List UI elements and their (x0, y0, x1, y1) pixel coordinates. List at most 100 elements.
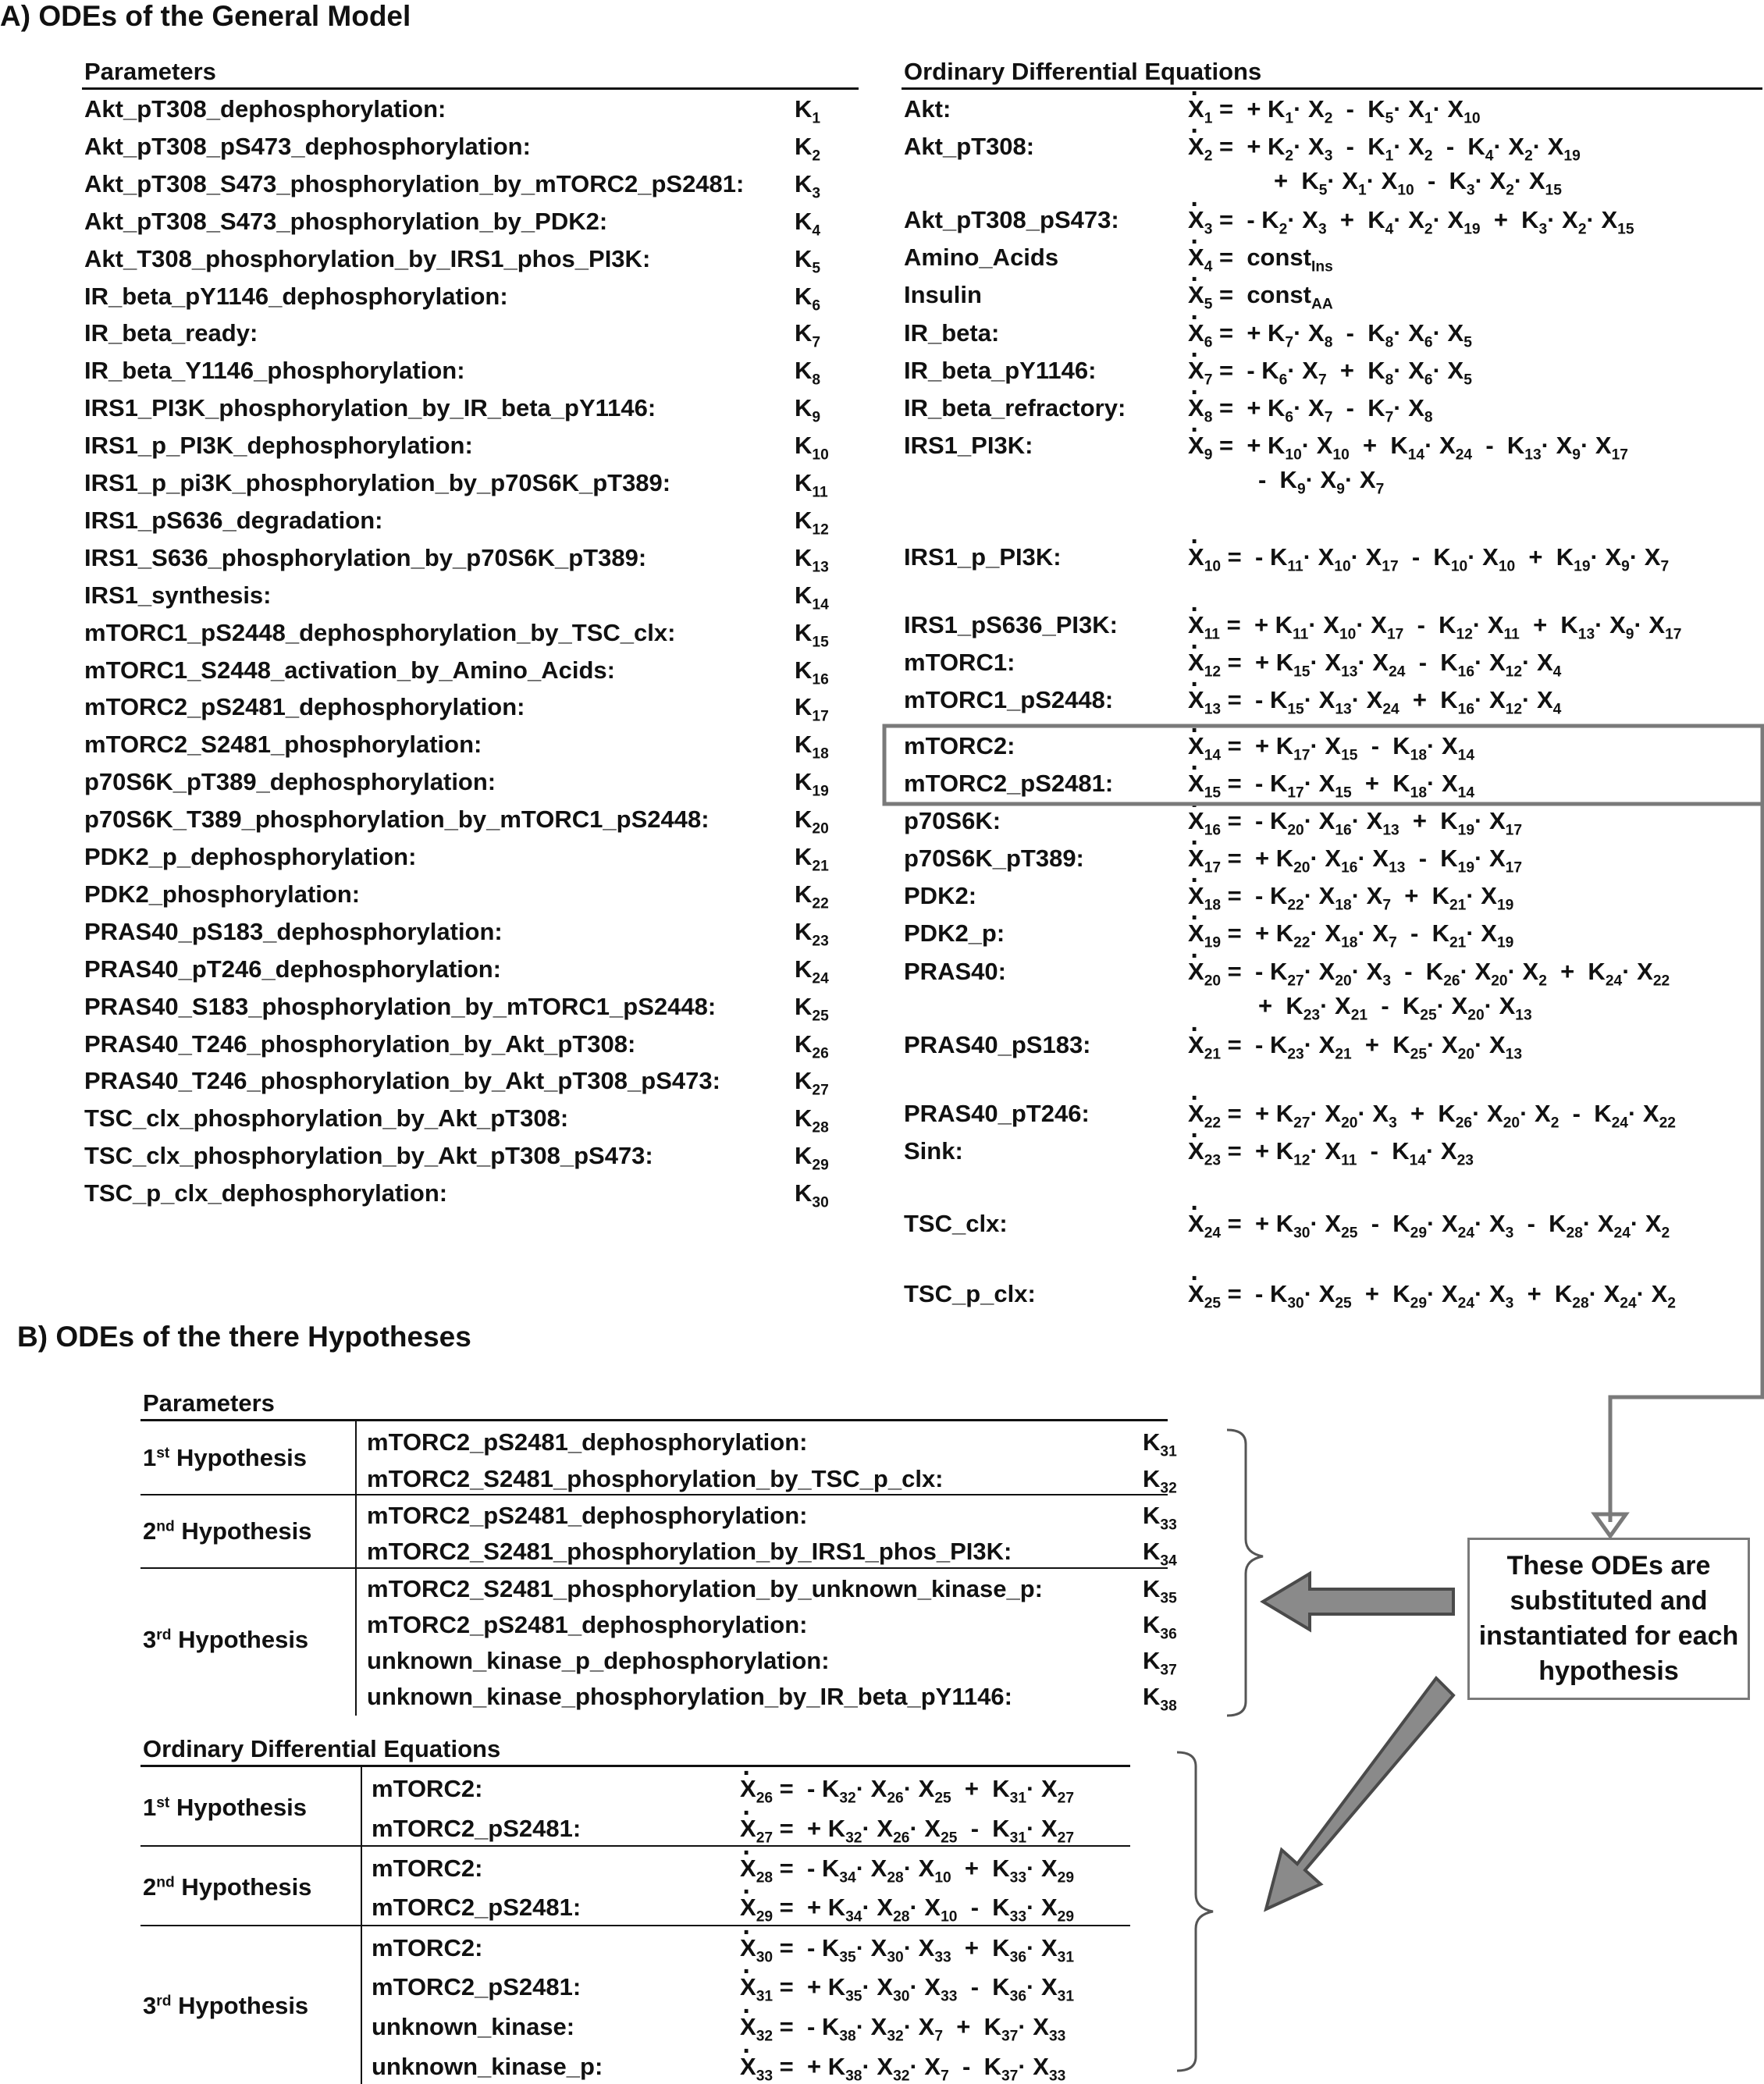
hypothesis-ode-equation: X32 = - K38· X32· X7 + K37· X33 (740, 1998, 1065, 2044)
hypothesis-separator (140, 1494, 1168, 1495)
parameter-symbol: K6 (795, 282, 821, 314)
hypothesis-ode-species: unknown_kinase: (372, 2013, 575, 2040)
ode-species: IRS1_p_PI3K: (904, 543, 1062, 571)
section-b-title: B) ODEs of the there Hypotheses (17, 1321, 471, 1353)
ode-equation-continued: + K23· X21 - K25· X20· X13 (1258, 992, 1532, 1024)
hypothesis-ode-species: mTORC2: (372, 1934, 483, 1961)
parameter-symbol: K18 (795, 731, 829, 763)
parameter-symbol: K5 (795, 244, 821, 276)
hypothesis-parameter-name: mTORC2_pS2481_dephosphorylation: (367, 1428, 808, 1456)
parameter-name: PDK2_phosphorylation: (84, 880, 361, 908)
parameter-symbol: K1 (795, 95, 821, 127)
hypotheses-parameters-rule (140, 1419, 1168, 1421)
ode-species: TSC_p_clx: (904, 1280, 1036, 1307)
hypothesis-ode-species: mTORC2: (372, 1775, 483, 1802)
parameters-header-rule (82, 87, 859, 90)
ode-equation: X5 = constAA (1188, 266, 1333, 312)
substitution-note: These ODEs are substituted and instantia… (1467, 1538, 1750, 1700)
parameter-symbol: K2 (795, 132, 821, 165)
ode-equation: X3 = - K2· X3 + K4· X2· X19 + K3· X2· X1… (1188, 191, 1634, 237)
parameter-name: PRAS40_pS183_dephosphorylation: (84, 917, 503, 945)
ode-equation: X9 = + K10· X10 + K14· X24 - K13· X9· X1… (1188, 417, 1628, 463)
parameter-symbol: K26 (795, 1030, 829, 1062)
hypothesis-separator (140, 1845, 1130, 1847)
parameter-name: mTORC1_pS2448_dephosphorylation_by_TSC_c… (84, 618, 676, 646)
parameter-symbol: K19 (795, 768, 829, 800)
ode-equation: X15 = - K17· X15 + K18· X14 (1188, 755, 1474, 801)
parameter-symbol: K27 (795, 1067, 829, 1099)
hypothesis-parameter-name: mTORC2_pS2481_dephosphorylation: (367, 1611, 808, 1638)
hypothesis-parameter-symbol: K37 (1143, 1647, 1177, 1679)
hypothesis-parameter-name: unknown_kinase_p_dephosphorylation: (367, 1647, 830, 1674)
parameter-name: mTORC2_S2481_phosphorylation: (84, 731, 482, 759)
ode-equation: X16 = - K20· X16· X13 + K19· X17 (1188, 792, 1522, 838)
ode-species: IRS1_PI3K: (904, 432, 1033, 459)
hypothesis-ode-species: mTORC2: (372, 1855, 483, 1882)
hypothesis-label: 3rd Hypothesis (143, 1992, 309, 2019)
left-arrow (1260, 1570, 1455, 1633)
hypothesis-ode-equation: X28 = - K34· X28· X10 + K33· X29 (740, 1840, 1074, 1886)
ode-species: PRAS40_pT246: (904, 1100, 1090, 1127)
parameter-name: Akt_pT308_S473_phosphorylation_by_mTORC2… (84, 169, 745, 197)
hypothesis-ode-equation: X27 = + K32· X26· X25 - K31· X27 (740, 1800, 1074, 1846)
parameter-name: Akt_T308_phosphorylation_by_IRS1_phos_PI… (84, 244, 651, 272)
parameter-name: IR_beta_ready: (84, 319, 258, 347)
parameter-name: TSC_p_clx_dephosphorylation: (84, 1179, 448, 1207)
ode-species: Akt: (904, 95, 951, 123)
ode-species: mTORC2_pS2481: (904, 770, 1114, 797)
ode-species: mTORC1_pS2448: (904, 686, 1114, 713)
parameter-symbol: K11 (795, 469, 828, 501)
ode-equation: X7 = - K6· X7 + K8· X6· X5 (1188, 342, 1472, 388)
ode-species: Akt_pT308_pS473: (904, 206, 1119, 233)
ode-equation: X4 = constIns (1188, 229, 1333, 275)
parameter-name: mTORC2_pS2481_dephosphorylation: (84, 693, 525, 721)
hypothesis-label: 3rd Hypothesis (143, 1626, 309, 1653)
ode-species: TSC_clx: (904, 1210, 1008, 1237)
ode-equation: X21 = - K23· X21 + K25· X20· X13 (1188, 1016, 1522, 1062)
ode-equation-continued: - K9· X9· X7 (1258, 466, 1385, 498)
ode-equation: X2 = + K2· X3 - K1· X2 - K4· X2· X19 (1188, 118, 1581, 164)
ode-equation: X13 = - K15· X13· X24 + K16· X12· X4 (1188, 671, 1561, 717)
ode-equation: X18 = - K22· X18· X7 + K21· X19 (1188, 867, 1513, 913)
ode-equation: X12 = + K15· X13· X24 - K16· X12· X4 (1188, 634, 1561, 680)
ode-species: PDK2_p: (904, 919, 1005, 947)
parameter-symbol: K20 (795, 806, 829, 838)
parameter-name: PRAS40_S183_phosphorylation_by_mTORC1_pS… (84, 992, 717, 1020)
parameter-name: IR_beta_Y1146_phosphorylation: (84, 357, 465, 385)
ode-species: IR_beta_pY1146: (904, 357, 1097, 384)
hypothesis-parameter-symbol: K34 (1143, 1538, 1177, 1570)
parameter-name: p70S6K_pT389_dephosphorylation: (84, 768, 496, 796)
hypothesis-label: 1st Hypothesis (143, 1794, 308, 1821)
ode-species: Amino_Acids (904, 244, 1059, 271)
parameter-name: mTORC1_S2448_activation_by_Amino_Acids: (84, 656, 615, 684)
parameter-symbol: K10 (795, 432, 829, 464)
connector-arrowhead (1591, 1512, 1630, 1540)
parameter-symbol: K24 (795, 955, 829, 987)
ode-equation: X14 = + K17· X15 - K18· X14 (1188, 717, 1474, 763)
hypothesis-parameter-symbol: K33 (1143, 1502, 1177, 1534)
hypothesis-parameter-symbol: K31 (1143, 1428, 1177, 1460)
ode-equation: X6 = + K7· X8 - K8· X6· X5 (1188, 304, 1472, 350)
ode-equation: X10 = - K11· X10· X17 - K10· X10 + K19· … (1188, 528, 1669, 574)
hypothesis-ode-equation: X30 = - K35· X30· X33 + K36· X31 (740, 1919, 1074, 1965)
hypothesis-label: 2nd Hypothesis (143, 1873, 312, 1901)
parameter-symbol: K29 (795, 1142, 829, 1174)
hypotheses-odes-rule (140, 1765, 1130, 1767)
parameter-name: Akt_pT308_pS473_dephosphorylation: (84, 132, 531, 160)
diagonal-arrow (1263, 1675, 1456, 1912)
parameter-symbol: K21 (795, 843, 829, 875)
hypothesis-parameter-name: mTORC2_S2481_phosphorylation_by_unknown_… (367, 1575, 1043, 1602)
parameter-symbol: K17 (795, 693, 829, 725)
ode-species: PDK2: (904, 882, 977, 909)
parameter-name: PRAS40_T246_phosphorylation_by_Akt_pT308… (84, 1067, 720, 1095)
parameters-header: Parameters (84, 58, 216, 85)
ode-equation: X19 = + K22· X18· X7 - K21· X19 (1188, 905, 1513, 951)
ode-species: IR_beta_refractory: (904, 394, 1126, 421)
parameter-symbol: K14 (795, 581, 829, 613)
parameter-symbol: K30 (795, 1179, 829, 1211)
hypothesis-ode-species: unknown_kinase_p: (372, 2053, 603, 2080)
hypothesis-ode-species: mTORC2_pS2481: (372, 1973, 581, 2000)
hypothesis-parameter-symbol: K36 (1143, 1611, 1177, 1643)
ode-equation: X22 = + K27· X20· X3 + K26· X20· X2 - K2… (1188, 1085, 1676, 1131)
parameters-brace (1226, 1428, 1264, 1717)
